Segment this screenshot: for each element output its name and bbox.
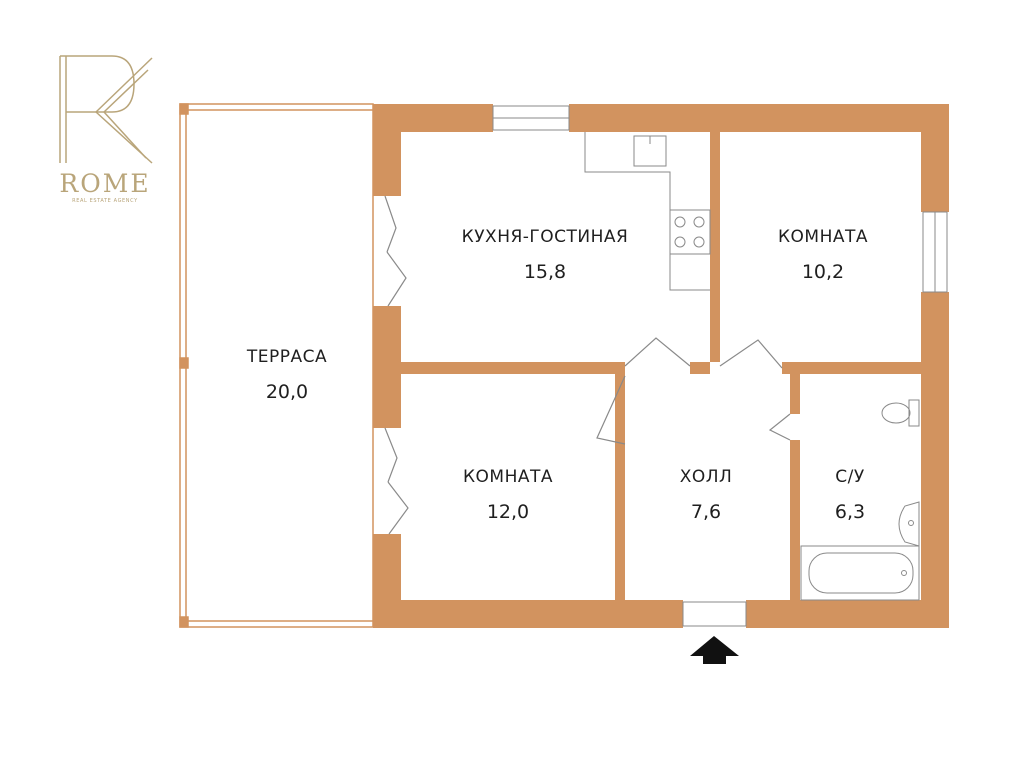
kitchen-area: 15,8 (524, 261, 566, 283)
entrance-opening (682, 601, 747, 627)
terrace-label: ТЕРРАСА (246, 347, 327, 367)
logo-subtitle: REAL ESTATE AGENCY (72, 198, 138, 204)
entrance-arrow-icon (690, 636, 739, 664)
hall-label: ХОЛЛ (680, 467, 733, 487)
rome-logo: ROME REAL ESTATE AGENCY (59, 55, 153, 204)
room2-label: КОМНАТА (463, 467, 553, 487)
bath-area: 6,3 (835, 501, 865, 523)
bathroom-fixtures (800, 399, 920, 601)
room1-area: 10,2 (802, 261, 844, 283)
stove-icon (669, 209, 711, 255)
hall-area: 7,6 (691, 501, 721, 523)
toilet-icon (881, 399, 920, 427)
kitchen-fixtures (584, 132, 711, 291)
terrace-door-2 (384, 427, 398, 483)
walls (373, 104, 949, 628)
rome-monogram-icon (59, 55, 153, 164)
terrace-area: 20,0 (266, 381, 308, 403)
terrace-door-1 (384, 195, 397, 253)
room2-door (596, 375, 626, 445)
logo-name: ROME (59, 169, 150, 198)
bath-label: С/У (835, 467, 865, 487)
room1-label: КОМНАТА (778, 227, 868, 247)
windows (492, 105, 948, 627)
doors (384, 195, 791, 535)
bathtub-icon (800, 545, 920, 601)
room2-area: 12,0 (487, 501, 529, 523)
room1-door (719, 339, 783, 369)
bath-door (768, 413, 791, 441)
washbasin-icon (898, 501, 920, 547)
room-labels: ТЕРРАСА 20,0 КУХНЯ-ГОСТИНАЯ 15,8 КОМНАТА… (246, 227, 868, 523)
kitchen-door (624, 337, 691, 367)
kitchen-label: КУХНЯ-ГОСТИНАЯ (462, 227, 629, 247)
